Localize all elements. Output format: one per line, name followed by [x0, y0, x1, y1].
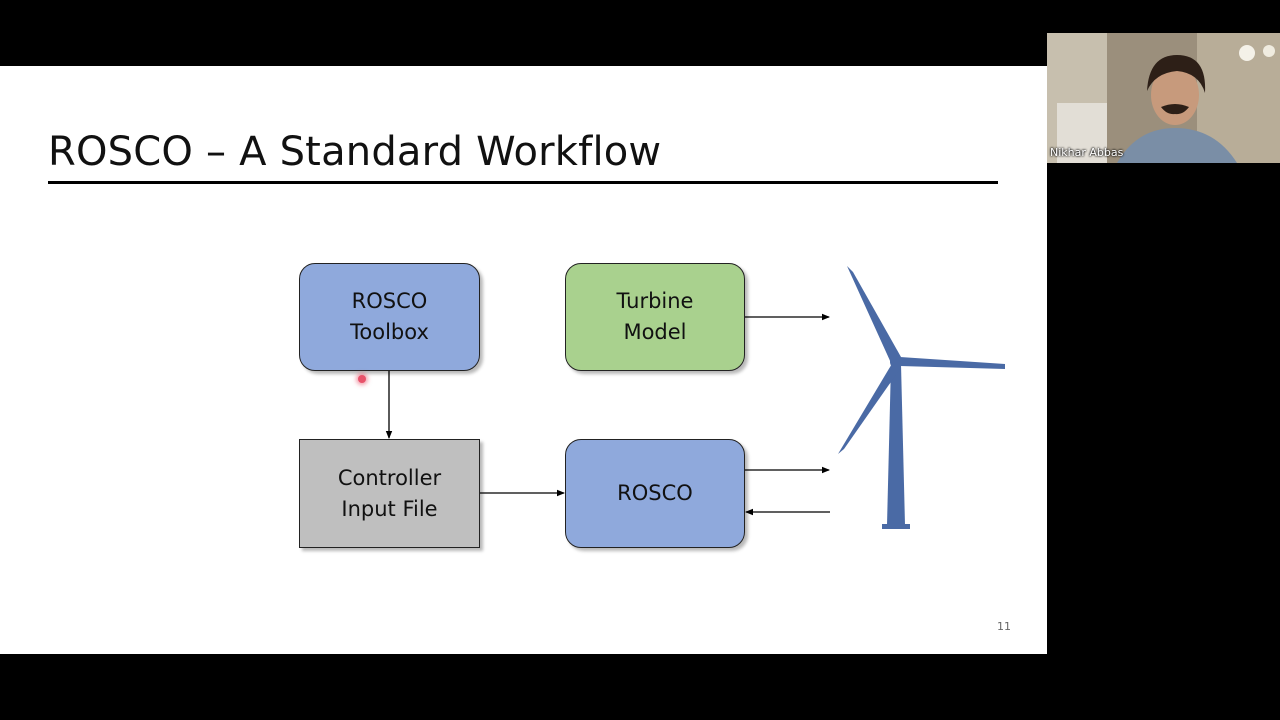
turbine-model-label: Turbine Model	[616, 289, 694, 344]
title-underline	[48, 181, 998, 184]
controller-input-file-label: Controller Input File	[337, 465, 442, 521]
controller-input-file-box: Controller Input File	[299, 439, 480, 548]
slide-title: ROSCO – A Standard Workflow	[48, 129, 662, 175]
rosco-toolbox-label: ROSCO Toolbox	[350, 289, 429, 344]
rosco-box: ROSCO	[565, 439, 745, 548]
webcam-video-feed	[1047, 33, 1280, 163]
slide: ROSCO – A Standard Workflow ROSCO Toolbo…	[0, 66, 1047, 654]
diagram-connectors	[385, 266, 1005, 529]
turbine-model-box: Turbine Model	[565, 263, 745, 371]
wind-turbine-icon	[838, 266, 1005, 529]
webcam-video-tile[interactable]: Nikhar Abbas	[1047, 33, 1280, 163]
rosco-toolbox-box: ROSCO Toolbox	[299, 263, 480, 371]
page-number: 11	[997, 620, 1011, 633]
laser-pointer	[358, 375, 366, 383]
participant-name-label: Nikhar Abbas	[1050, 146, 1124, 159]
rosco-label: ROSCO	[617, 481, 693, 505]
